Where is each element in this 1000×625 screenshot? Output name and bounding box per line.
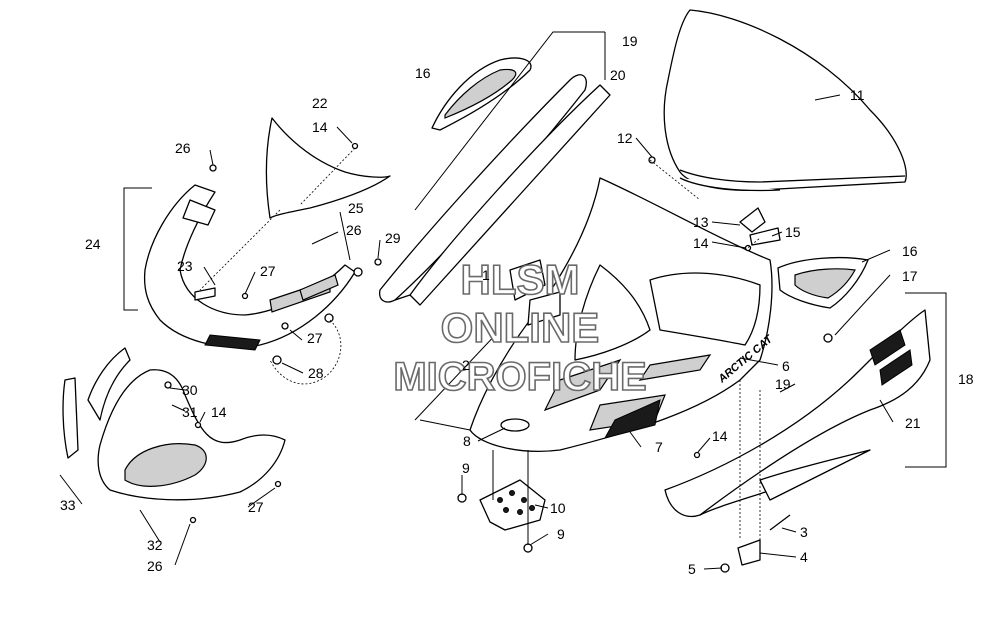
callout-6: 6 — [782, 358, 790, 374]
top-vent — [431, 57, 532, 131]
callout-30: 30 — [182, 382, 198, 398]
callout-18: 18 — [958, 371, 974, 387]
callout-27: 27 — [307, 330, 323, 346]
callout-27: 27 — [248, 499, 264, 515]
hood — [469, 177, 773, 452]
watermark: HLSM ONLINE MICROFICHE — [393, 255, 648, 400]
watermark-line-1: HLSM — [461, 256, 580, 303]
callout-22: 22 — [312, 95, 328, 111]
callout-25: 25 — [348, 200, 364, 216]
lower-bumper — [87, 347, 286, 501]
windshield — [663, 9, 907, 192]
callout-26: 26 — [147, 558, 163, 574]
callout-2: 2 — [462, 357, 470, 373]
callout-19: 19 — [775, 376, 791, 392]
callout-24: 24 — [85, 236, 101, 252]
callout-4: 4 — [800, 549, 808, 565]
callout-26: 26 — [175, 140, 191, 156]
callout-33: 33 — [60, 497, 76, 513]
callout-16: 16 — [902, 243, 918, 259]
dashed-lines — [199, 147, 761, 540]
watermark-line-3: MICROFICHE — [393, 355, 646, 399]
callout-26: 26 — [346, 222, 362, 238]
side-vent — [777, 256, 869, 309]
callout-31: 31 — [182, 404, 198, 420]
callout-13: 13 — [693, 214, 709, 230]
callout-14: 14 — [712, 428, 728, 444]
callout-21: 21 — [905, 415, 921, 431]
callout-10: 10 — [550, 500, 566, 516]
group-brackets — [123, 31, 947, 545]
callout-20: 20 — [610, 67, 626, 83]
callout-28: 28 — [308, 365, 324, 381]
callout-16: 16 — [415, 65, 431, 81]
callout-14: 14 — [693, 235, 709, 251]
callout-5: 5 — [688, 561, 696, 577]
upper-trim-strip — [379, 74, 611, 306]
callout-12: 12 — [617, 130, 633, 146]
callout-9: 9 — [557, 526, 565, 542]
side-panel-right — [664, 309, 931, 517]
callout-11: 11 — [850, 87, 865, 103]
callout-8: 8 — [463, 433, 471, 449]
windshield-bracket — [648, 156, 781, 252]
callout-32: 32 — [147, 537, 163, 553]
callout-3: 3 — [800, 524, 808, 540]
trim-strip-33 — [62, 377, 79, 459]
skid-plate — [479, 479, 546, 531]
headlight-cowl — [265, 117, 391, 219]
callout-14: 14 — [211, 404, 227, 420]
callout-29: 29 — [385, 230, 401, 246]
callout-17: 17 — [902, 268, 918, 284]
callout-23: 23 — [177, 258, 193, 274]
callout-9: 9 — [462, 460, 470, 476]
front-nose — [143, 184, 356, 351]
leader-lines — [59, 94, 894, 570]
callout-15: 15 — [785, 224, 801, 240]
callout-19: 19 — [622, 33, 638, 49]
callout-1: 1 — [482, 267, 490, 283]
watermark-line-2: ONLINE — [441, 304, 600, 351]
callouts: 11 12 13 14 15 16 17 18 6 19 21 7 8 9 10… — [60, 33, 974, 577]
callout-14: 14 — [312, 119, 328, 135]
callout-27: 27 — [260, 263, 276, 279]
callout-7: 7 — [655, 439, 663, 455]
